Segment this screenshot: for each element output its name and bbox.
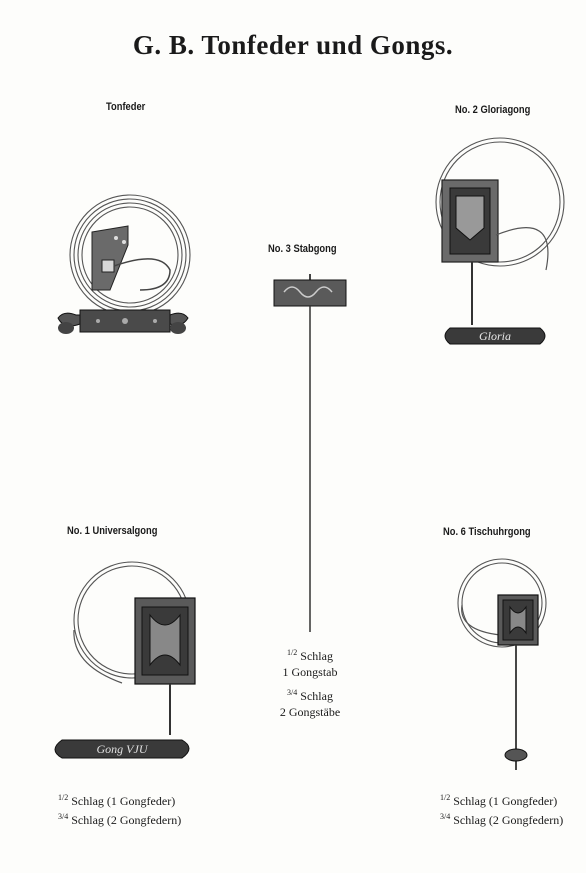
label-gloriagong: No. 2 Gloriagong <box>455 104 531 116</box>
universal-plate-text: Gong VJU <box>97 742 149 756</box>
tischuhrgong-caption-line-2: 3/4 Schlag (2 Gongfedern) <box>440 812 564 827</box>
label-tonfeder: Tonfeder <box>106 101 146 113</box>
stabgong-caption-line-1: 1/2 Schlag <box>287 648 333 663</box>
stabgong-caption-line-2: 1 Gongstab <box>282 665 338 679</box>
tischuhrgong-illustration <box>457 558 547 770</box>
universalgong-illustration: Gong VJU <box>54 561 196 759</box>
tischuhrgong-caption-line-1: 1/2 Schlag (1 Gongfeder) <box>440 793 558 808</box>
stabgong-caption-line-4: 2 Gongstäbe <box>279 705 341 719</box>
label-tischuhrgong: No. 6 Tischuhrgong <box>443 526 531 538</box>
tischuhrgong-caption: 1/2 Schlag (1 Gongfeder) 3/4 Schlag (2 G… <box>440 790 563 828</box>
universalgong-caption-line-1: 1/2 Schlag (1 Gongfeder) <box>58 793 176 808</box>
stabgong-caption: 1/2 Schlag 1 Gongstab 3/4 Schlag 2 Gongs… <box>250 645 370 720</box>
gloriagong-illustration: Gloria <box>435 137 565 345</box>
stabgong-illustration <box>273 274 347 632</box>
universalgong-caption: 1/2 Schlag (1 Gongfeder) 3/4 Schlag (2 G… <box>58 790 181 828</box>
page-title: G. B. Tonfeder und Gongs. <box>132 30 454 60</box>
stabgong-caption-line-3: 3/4 Schlag <box>287 688 333 703</box>
universalgong-caption-line-2: 3/4 Schlag (2 Gongfedern) <box>58 812 182 827</box>
tonfeder-illustration <box>57 194 191 334</box>
label-stabgong: No. 3 Stabgong <box>268 243 337 255</box>
gloria-plate-text: Gloria <box>479 329 511 343</box>
label-universalgong: No. 1 Universalgong <box>67 525 158 537</box>
